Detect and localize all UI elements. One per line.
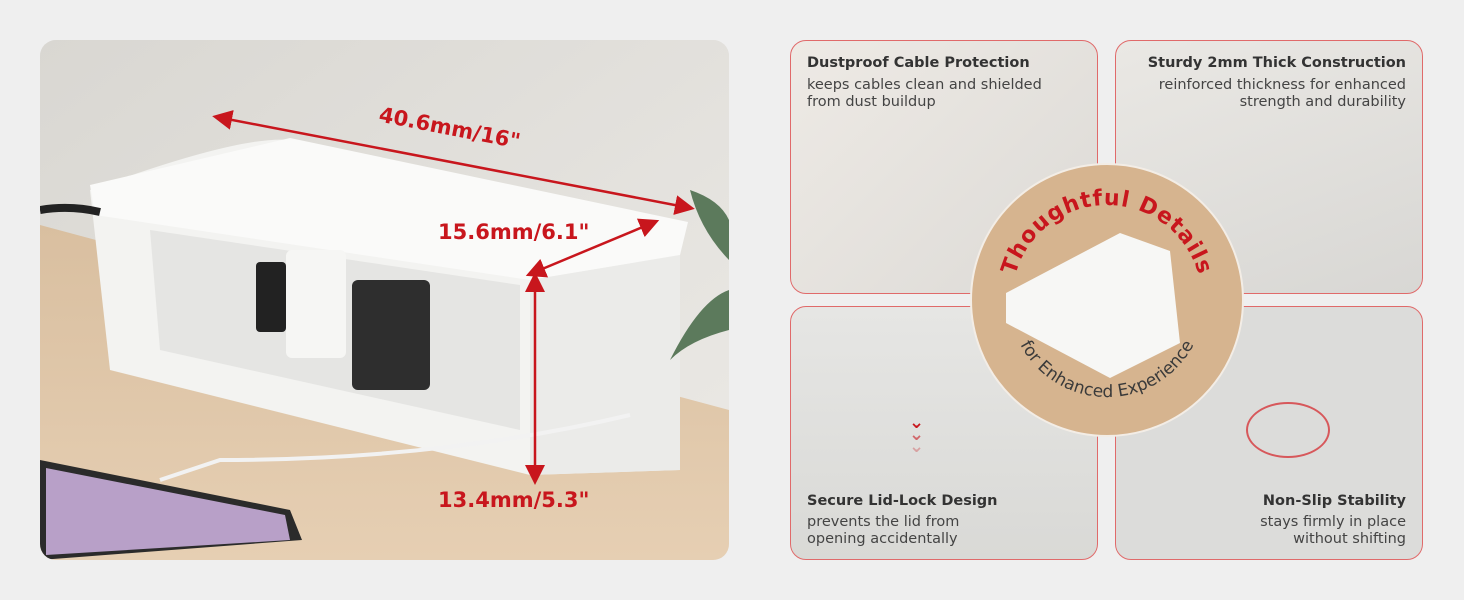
- thoughtful-details-badge: Thoughtful Details for Enhanced Experien…: [970, 163, 1244, 437]
- width-dimension-label: 15.6mm/6.1": [438, 220, 590, 244]
- feature-title: Dustproof Cable Protection: [807, 55, 1030, 71]
- height-dimension-label: 13.4mm/5.3": [438, 488, 590, 512]
- feature-title: Non-Slip Stability: [1262, 493, 1406, 509]
- chevron-down-icon: ⌄⌄⌄: [909, 412, 925, 457]
- non-slip-pad-icon: [1246, 402, 1330, 458]
- cable-box-illustration: [40, 40, 729, 560]
- feature-panel-dustproof: Dustproof Cable Protection keeps cables …: [790, 40, 1098, 294]
- feature-title: Secure Lid-Lock Design: [807, 493, 998, 509]
- feature-panel-thickness: Sturdy 2mm Thick Construction reinforced…: [1115, 40, 1423, 294]
- product-photo: 40.6mm/16" 15.6mm/6.1" 13.4mm/5.3": [40, 40, 729, 560]
- feature-title: Sturdy 2mm Thick Construction: [1147, 55, 1406, 71]
